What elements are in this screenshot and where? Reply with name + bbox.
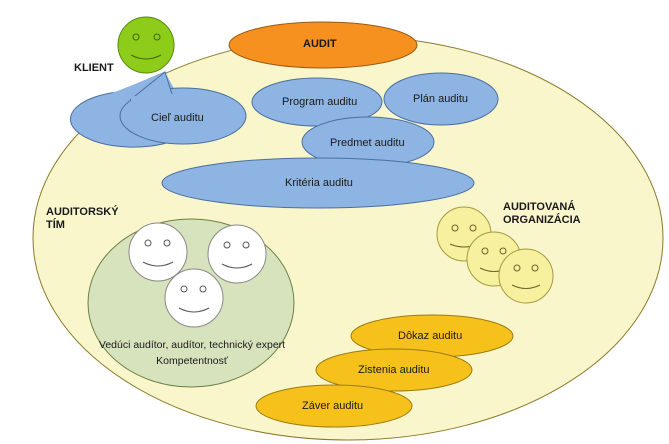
conclusion-bubble: [255, 384, 413, 428]
auditee-face-icon: [498, 248, 554, 304]
subject-label: Predmet auditu: [330, 137, 405, 149]
plan-bubble: [383, 72, 499, 126]
audit-team-label: AUDITORSKÝ TÍM: [46, 206, 119, 231]
auditee-label: AUDITOVANÁ ORGANIZÁCIA: [503, 201, 581, 226]
team-roles-label: Vedúci audítor, audítor, technický exper…: [98, 339, 286, 351]
conclusion-label: Záver auditu: [302, 400, 364, 412]
audit-label: AUDIT: [303, 38, 337, 50]
client-face-icon: [117, 16, 175, 74]
goal-label: Cieľ auditu: [151, 112, 204, 124]
criteria-bubble: [161, 157, 475, 209]
team-competence-label: Kompetentnosť: [156, 355, 228, 367]
plan-label: Plán auditu: [413, 93, 469, 105]
team-face-icon: [128, 222, 188, 282]
program-label: Program auditu: [282, 96, 358, 108]
client-label: KLIENT: [74, 62, 114, 74]
team-face-icon: [207, 224, 267, 284]
audit-ellipse: [228, 21, 418, 69]
criteria-label: Kritéria auditu: [285, 177, 353, 189]
findings-label: Zistenia auditu: [358, 364, 430, 376]
team-face-icon: [164, 268, 224, 328]
evidence-label: Dôkaz auditu: [398, 330, 463, 342]
findings-bubble: [315, 348, 473, 392]
